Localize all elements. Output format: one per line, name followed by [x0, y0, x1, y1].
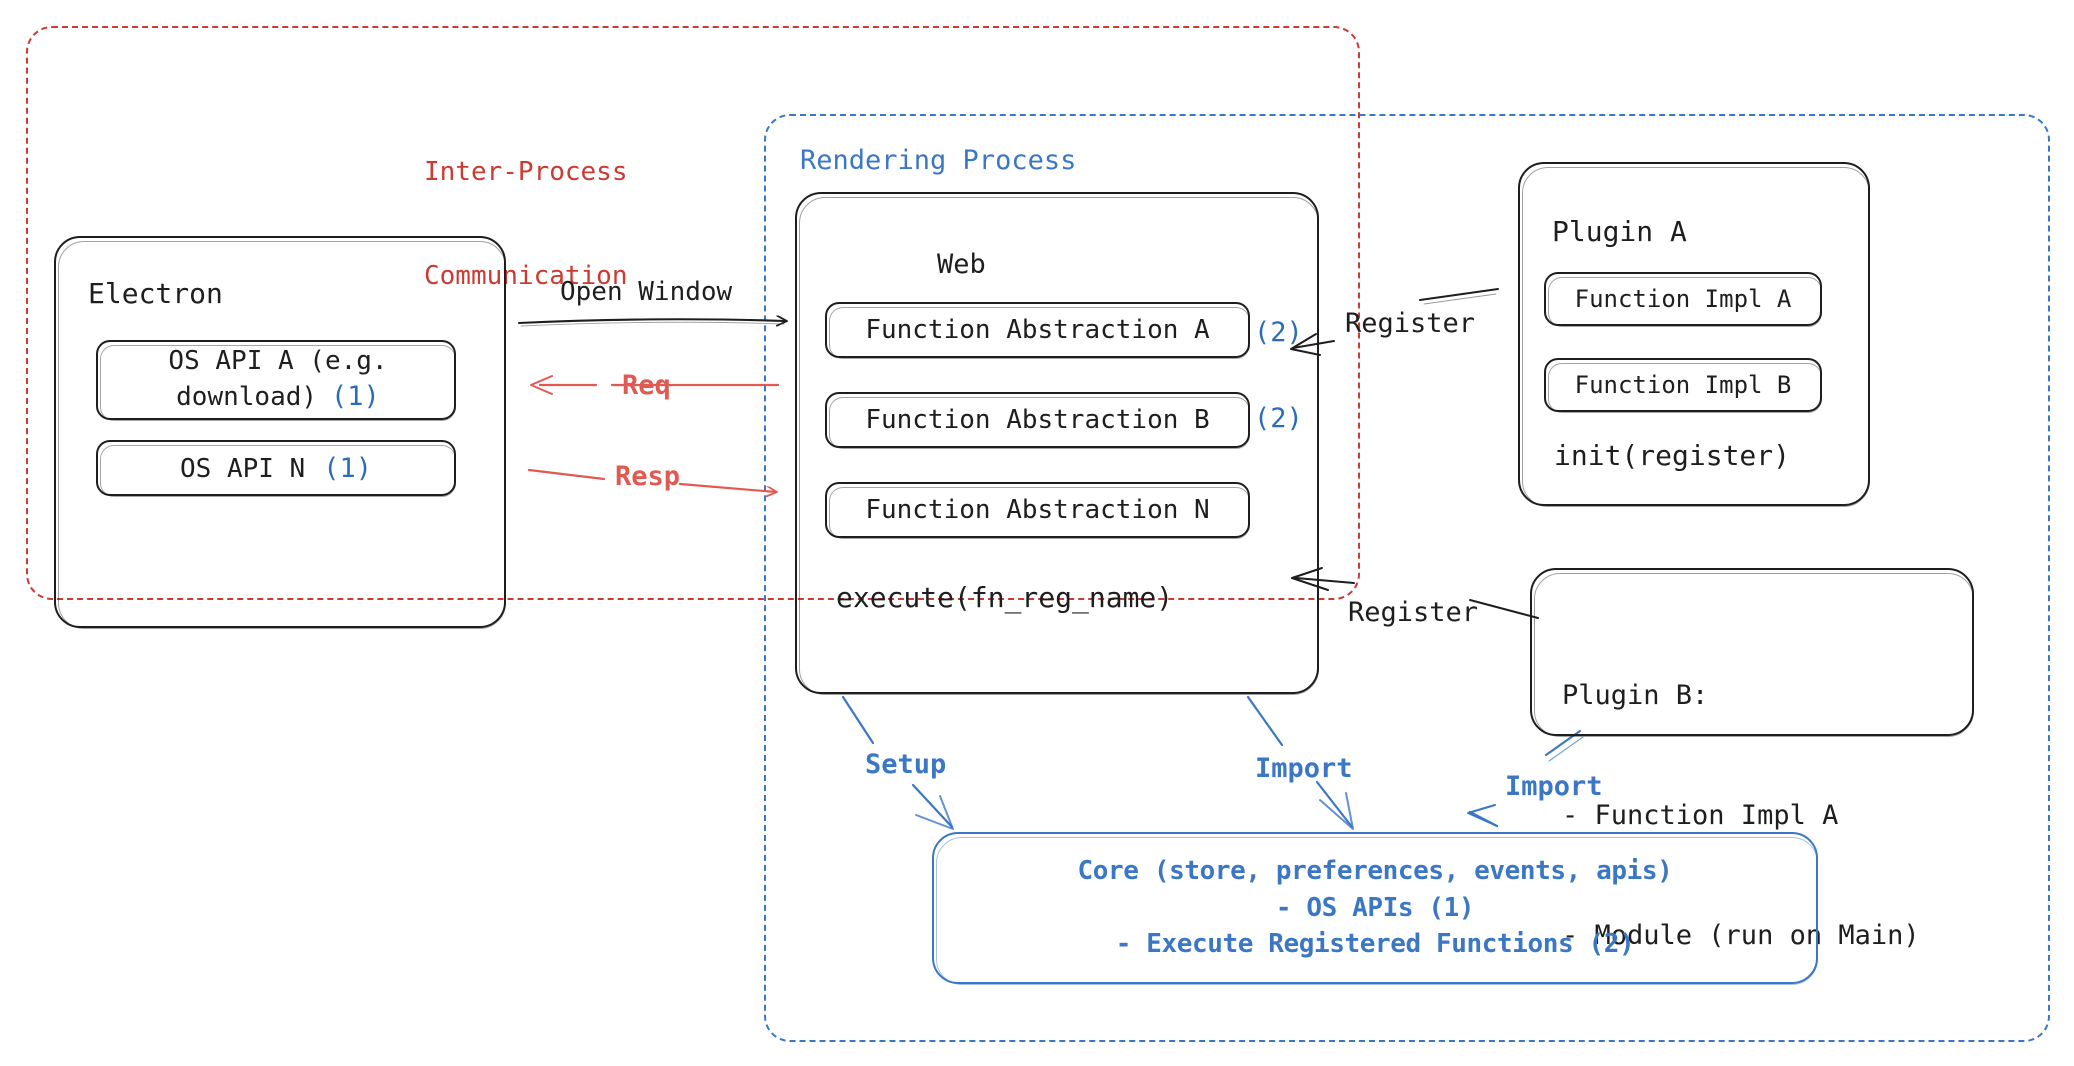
edge-label-import-web: Import: [1255, 753, 1353, 784]
node-function-abstraction-a: Function Abstraction A: [825, 302, 1250, 359]
os-api-n-marker: (1): [323, 452, 372, 484]
node-function-impl-a: Function Impl A: [1544, 272, 1822, 327]
plugin-b-title: Plugin B:: [1562, 679, 1709, 711]
web-title: Web: [937, 249, 986, 280]
region-label-rendering-process: Rendering Process: [800, 145, 1077, 176]
region-inter-process-communication: [26, 26, 1360, 600]
function-impl-a-label: Function Impl A: [1574, 285, 1792, 313]
region-label-ipc: Inter-Process Communication: [424, 86, 724, 363]
plugin-b-line-2: - Module (run on Main): [1562, 919, 1920, 951]
region-rendering-process: [764, 114, 2050, 1042]
plugin-a-footer-init: init(register): [1554, 439, 1791, 472]
os-api-n-label: OS API N (1): [180, 453, 372, 484]
ipc-label-line1: Inter-Process: [424, 157, 628, 188]
node-function-abstraction-n: Function Abstraction N: [825, 482, 1250, 539]
edge-label-open-window: Open Window: [560, 277, 733, 307]
node-core: Core (store, preferences, events, apis) …: [932, 832, 1818, 985]
os-api-a-marker: (1): [331, 381, 380, 412]
node-function-impl-b: Function Impl B: [1544, 358, 1822, 413]
electron-title: Electron: [88, 277, 223, 310]
node-os-api-a: OS API A (e.g. download) (1): [96, 340, 456, 421]
function-abstraction-n-label: Function Abstraction N: [865, 495, 1210, 525]
plugin-b-line-1: - Function Impl A: [1562, 799, 1839, 831]
edge-label-setup: Setup: [865, 749, 947, 780]
function-impl-b-label: Function Impl B: [1574, 371, 1792, 399]
web-footer-execute: execute(fn_reg_name): [836, 581, 1174, 614]
edge-label-resp: Resp: [615, 461, 681, 492]
function-abstraction-a-marker: (2): [1254, 317, 1303, 348]
os-api-a-label: OS API A (e.g. download) (1): [164, 345, 387, 415]
os-api-a-line1: OS API A (e.g.: [168, 346, 388, 377]
edge-label-register-plugin-b: Register: [1348, 597, 1479, 628]
plugin-a-title: Plugin A: [1552, 215, 1687, 248]
node-os-api-n: OS API N (1): [96, 440, 456, 497]
edge-label-req: Req: [622, 370, 671, 401]
function-abstraction-a-label: Function Abstraction A: [865, 315, 1210, 345]
function-abstraction-b-label: Function Abstraction B: [865, 405, 1210, 435]
function-abstraction-b-marker: (2): [1254, 403, 1303, 434]
os-api-a-line2: download): [176, 382, 318, 412]
core-line-1: Core (store, preferences, events, apis): [1077, 855, 1673, 886]
plugin-b-text: Plugin B: - Function Impl A - Module (ru…: [1562, 596, 1920, 1035]
edge-label-import-plugin-b: Import: [1505, 771, 1603, 802]
core-line-3: - Execute Registered Functions (2): [1115, 929, 1635, 960]
node-function-abstraction-b: Function Abstraction B: [825, 392, 1250, 449]
core-line-2: - OS APIs (1): [1275, 892, 1475, 923]
core-text: Core (store, preferences, events, apis) …: [934, 853, 1816, 964]
ipc-label-line2: Communication: [424, 260, 628, 291]
edge-label-register-plugin-a: Register: [1345, 308, 1476, 339]
os-api-n-text: OS API N: [179, 453, 306, 484]
